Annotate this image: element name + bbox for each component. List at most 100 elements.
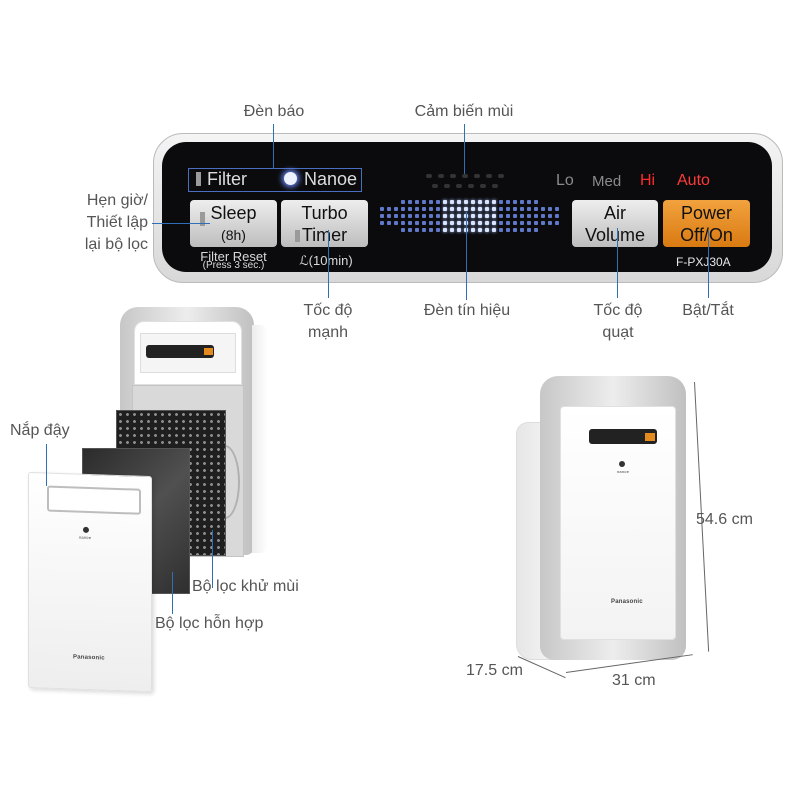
signal-dot <box>506 221 510 225</box>
signal-dot <box>499 207 503 211</box>
signal-dot <box>506 207 510 211</box>
signal-dot <box>401 207 405 211</box>
signal-dot <box>520 200 524 204</box>
signal-dot <box>443 207 447 211</box>
power-button[interactable]: Power Off/On <box>663 200 750 247</box>
signal-dot <box>492 214 496 218</box>
signal-dot <box>492 207 496 211</box>
callout-line-power <box>708 230 709 298</box>
signal-dot <box>415 200 419 204</box>
signal-dot <box>450 228 454 232</box>
signal-dot <box>415 221 419 225</box>
height-dimension: 54.6 cm <box>696 511 753 528</box>
signal-dot <box>429 200 433 204</box>
callout-signal-light: Đèn tín hiệu <box>423 302 511 319</box>
signal-dot <box>408 214 412 218</box>
signal-dot <box>415 214 419 218</box>
signal-dot <box>527 214 531 218</box>
signal-dot <box>534 221 538 225</box>
callout-power: Bật/Tắt <box>682 302 734 319</box>
sleep-button-label: Sleep <box>210 203 257 223</box>
signal-dot <box>443 200 447 204</box>
callout-composite-filter: Bộ lọc hỗn hợp <box>155 615 264 632</box>
signal-dot <box>520 207 524 211</box>
signal-dot <box>499 221 503 225</box>
signal-dot <box>429 228 433 232</box>
signal-dot <box>541 214 545 218</box>
signal-dot <box>471 207 475 211</box>
volume-button-label: Volume <box>584 225 646 245</box>
signal-dot <box>450 214 454 218</box>
cover-badge: nanoe <box>79 534 92 541</box>
signal-dot <box>443 221 447 225</box>
nanoe-logo-icon <box>83 526 89 533</box>
cover-brand-logo: Panasonic <box>73 654 105 662</box>
signal-dot <box>527 200 531 204</box>
signal-dot <box>394 214 398 218</box>
signal-dot <box>380 214 384 218</box>
signal-dot <box>436 221 440 225</box>
signal-light-matrix <box>380 200 562 235</box>
callout-timer-reset: Hẹn giờ/ Thiết lập lại bộ lọc <box>84 192 148 253</box>
signal-dot <box>506 200 510 204</box>
signal-dot <box>478 207 482 211</box>
signal-dot <box>485 214 489 218</box>
signal-dot <box>548 214 552 218</box>
filter-indicator-light <box>196 172 201 186</box>
turbo-timer-button[interactable]: Turbo Timer <box>281 200 368 247</box>
speed-auto-label: Auto <box>677 172 710 189</box>
odor-sensor <box>426 170 506 192</box>
signal-dot <box>443 214 447 218</box>
signal-dot <box>457 221 461 225</box>
sleep-duration-label: (8h) <box>221 227 246 243</box>
signal-dot <box>422 228 426 232</box>
turbo-button-label: Turbo <box>301 203 348 223</box>
indicator-box <box>188 168 362 192</box>
callout-line-turbo <box>328 230 329 298</box>
signal-dot <box>471 228 475 232</box>
callout-line-deodorizing <box>212 530 213 588</box>
signal-dot <box>387 221 391 225</box>
signal-dot <box>457 214 461 218</box>
signal-dot <box>450 207 454 211</box>
air-volume-button[interactable]: Air Volume <box>572 200 658 247</box>
callout-line-timer-reset <box>152 223 210 224</box>
signal-dot <box>415 207 419 211</box>
signal-dot <box>415 228 419 232</box>
signal-dot <box>408 221 412 225</box>
signal-dot <box>457 207 461 211</box>
signal-dot <box>422 207 426 211</box>
signal-dot <box>394 221 398 225</box>
callout-turbo-speed: Tốc độ mạnh <box>303 302 353 341</box>
signal-dot <box>485 221 489 225</box>
signal-dot <box>429 214 433 218</box>
speed-med-label: Med <box>592 173 622 190</box>
signal-dot <box>401 228 405 232</box>
signal-dot <box>478 221 482 225</box>
signal-dot <box>485 200 489 204</box>
signal-dot <box>408 207 412 211</box>
signal-dot <box>499 228 503 232</box>
signal-dot <box>527 228 531 232</box>
depth-dimension: 17.5 cm <box>466 662 523 679</box>
filter-indicator-label: Filter <box>207 169 247 189</box>
signal-dot <box>387 207 391 211</box>
signal-dot <box>534 207 538 211</box>
air-button-label: Air <box>604 203 626 223</box>
signal-dot <box>422 200 426 204</box>
signal-dot <box>527 221 531 225</box>
signal-dot <box>520 228 524 232</box>
mini-control-panel <box>146 345 214 358</box>
signal-dot <box>478 228 482 232</box>
callout-line-cover <box>46 444 47 486</box>
signal-dot <box>513 221 517 225</box>
signal-dot <box>478 200 482 204</box>
signal-dot <box>478 214 482 218</box>
signal-dot <box>408 200 412 204</box>
timer-duration-label: ℒ(10min) <box>299 253 353 268</box>
front-mini-panel <box>589 429 657 444</box>
turbo-indicator-light <box>295 230 300 242</box>
signal-dot <box>401 200 405 204</box>
nanoe-indicator-light <box>284 172 297 185</box>
signal-dot <box>492 228 496 232</box>
